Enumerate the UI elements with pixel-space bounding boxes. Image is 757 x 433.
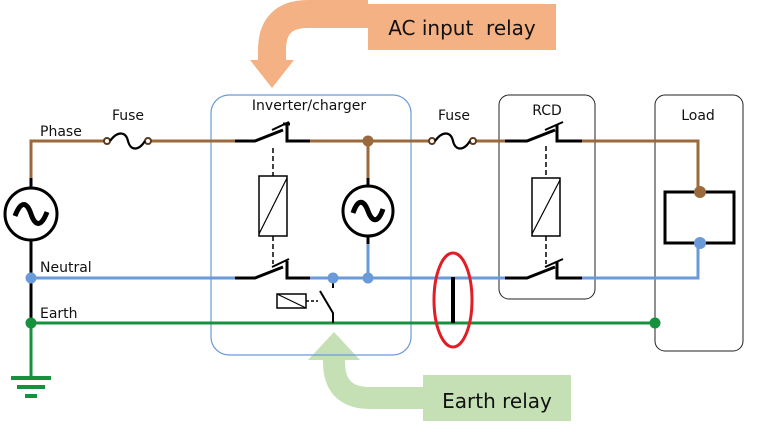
rcd-phase-switch-icon	[505, 121, 582, 143]
fuse-output-icon	[428, 132, 477, 150]
ac-input-relay-phase-switch-icon	[235, 121, 310, 143]
ac-input-relay-callout: AC input relay	[250, 0, 556, 88]
earth-relay-callout-box	[423, 375, 571, 421]
earth-relay-callout-arrowhead	[308, 332, 360, 360]
earth-junction-dot	[25, 317, 37, 329]
ac-input-relay-callout-label: AC input relay	[388, 16, 536, 40]
inverter-charger-label: Inverter/charger	[252, 98, 366, 114]
load-phase-terminal-dot	[694, 186, 706, 198]
earth-relay-callout-label: Earth relay	[442, 389, 552, 413]
rcd-box	[498, 94, 596, 300]
load-element-icon	[663, 190, 736, 245]
neutral-wire	[31, 240, 700, 280]
neutral-earth-link-highlight	[432, 251, 474, 349]
inverter-source-icon	[341, 178, 395, 244]
ac-input-relay-callout-arrowhead	[250, 60, 294, 88]
fuse-input-label: Fuse	[112, 108, 144, 124]
ground-icon	[11, 376, 51, 398]
neutral-junction-dot	[25, 272, 37, 284]
ac-input-relay-callout-box	[368, 4, 556, 50]
ac-input-relay-coil-icon	[258, 148, 288, 264]
phase-wire	[29, 139, 700, 192]
load-label: Load	[681, 108, 715, 124]
fuse-input-icon	[103, 132, 152, 150]
neutral-label: Neutral	[40, 260, 92, 276]
neutral-junction-dot	[327, 272, 339, 284]
ac-source-icon	[3, 178, 59, 242]
load-box	[654, 94, 744, 352]
earth-junction-dot	[649, 317, 661, 329]
earth-label: Earth	[40, 306, 78, 322]
phase-label: Phase	[40, 124, 82, 140]
rcd-coil-icon	[531, 146, 561, 264]
earth-wire	[29, 321, 655, 378]
load-neutral-terminal-dot	[694, 237, 706, 249]
ac-input-relay-neutral-switch-icon	[235, 258, 310, 280]
rcd-neutral-switch-icon	[505, 258, 582, 280]
inverter-charger-box	[210, 94, 412, 356]
earth-relay-callout-arrow-shaft	[323, 358, 423, 409]
earth-relay-icon	[276, 278, 334, 323]
fuse-output-label: Fuse	[438, 108, 470, 124]
earth-relay-callout: Earth relay	[308, 332, 571, 421]
ac-input-relay-callout-arrow-shaft	[258, 0, 368, 62]
phase-junction-dot	[362, 135, 374, 147]
neutral-junction-dot	[362, 272, 374, 284]
rcd-label: RCD	[532, 103, 562, 119]
